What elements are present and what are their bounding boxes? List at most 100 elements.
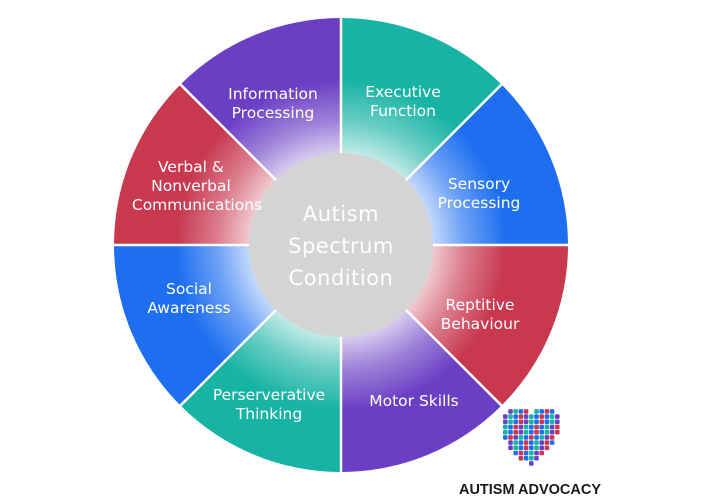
- heart-tile: [508, 429, 513, 435]
- segment-label-line: Motor Skills: [369, 392, 459, 410]
- heart-tile: [534, 450, 539, 456]
- segment-label-line: Nonverbal: [151, 177, 231, 195]
- heart-tile: [513, 409, 518, 414]
- heart-tile: [539, 445, 544, 451]
- heart-tile: [529, 414, 534, 419]
- heart-tile: [544, 440, 550, 445]
- segment-label-sensory-processing: Sensory Processing: [438, 175, 521, 212]
- heart-tile: [529, 461, 534, 466]
- heart-tile: [518, 440, 524, 445]
- heart-tile: [508, 435, 513, 440]
- heart-tile: [523, 409, 529, 414]
- heart-tile: [544, 409, 550, 414]
- heart-tile: [513, 419, 518, 425]
- segment-label-line: Executive: [365, 83, 440, 101]
- heart-tile: [523, 424, 529, 430]
- heart-tile: [523, 455, 529, 461]
- heart-tile: [544, 429, 550, 435]
- heart-tile: [513, 435, 518, 440]
- heart-tile: [523, 435, 529, 440]
- heart-tile: [523, 440, 529, 445]
- heart-tile: [539, 440, 544, 445]
- heart-tile: [529, 440, 534, 445]
- heart-tile: [534, 414, 539, 419]
- heart-tile: [529, 435, 534, 440]
- segment-label-perserverative-thinking: Perserverative Thinking: [213, 386, 325, 423]
- heart-tile: [503, 419, 508, 425]
- heart-tile: [523, 445, 529, 451]
- segment-label-line: Reptitive: [446, 296, 515, 314]
- segment-label-line: Behaviour: [441, 315, 520, 333]
- heart-tile: [549, 429, 555, 435]
- segment-label-line: Information: [228, 85, 318, 103]
- center-disc: [249, 153, 433, 337]
- center-label: Autism Spectrum Condition: [288, 202, 394, 290]
- heart-tile: [544, 445, 550, 451]
- heart-tile: [518, 450, 524, 456]
- heart-tile: [508, 414, 513, 419]
- heart-tile: [534, 435, 539, 440]
- segment-label-verbal-nonverbal-communications: Verbal & Nonverbal Communications: [132, 158, 262, 214]
- heart-tile: [549, 435, 555, 440]
- heart-tile: [503, 424, 508, 430]
- heart-tile: [518, 419, 524, 425]
- segment-label-reptitive-behaviour: Reptitive Behaviour: [441, 296, 520, 333]
- segment-label-line: Social: [166, 280, 212, 298]
- heart-tile: [544, 419, 550, 425]
- heart-tile: [513, 445, 518, 451]
- heart-tile: [555, 419, 560, 425]
- heart-tile: [549, 414, 555, 419]
- heart-tile: [503, 414, 508, 419]
- heart-tile: [529, 455, 534, 461]
- heart-tile: [534, 440, 539, 445]
- heart-tile: [534, 424, 539, 430]
- heart-tile: [523, 450, 529, 456]
- heart-tile: [534, 445, 539, 451]
- heart-tile: [555, 429, 560, 435]
- heart-tile: [518, 409, 524, 414]
- segment-label-motor-skills: Motor Skills: [369, 392, 459, 410]
- heart-tile: [534, 455, 539, 461]
- heart-tile: [518, 455, 524, 461]
- heart-tile: [529, 445, 534, 451]
- center-label-line-1: Autism: [303, 202, 379, 226]
- heart-tile: [539, 429, 544, 435]
- heart-tile: [539, 450, 544, 456]
- segment-labels: Information Processing Executive Functio…: [132, 83, 521, 423]
- heart-tile: [508, 409, 513, 414]
- heart-tile: [539, 419, 544, 425]
- heart-tile: [539, 424, 544, 430]
- heart-tile: [555, 424, 560, 430]
- heart-tile: [549, 424, 555, 430]
- segment-label-line: Processing: [232, 104, 315, 122]
- segment-label-executive-function: Executive Function: [365, 83, 440, 120]
- heart-tile: [503, 429, 508, 435]
- segment-label-line: Sensory: [448, 175, 510, 193]
- heart-tile: [539, 414, 544, 419]
- heart-tile: [513, 450, 518, 456]
- logo-text: AUTISM ADVOCACY: [459, 482, 601, 498]
- heart-tile: [503, 435, 508, 440]
- heart-tile: [529, 429, 534, 435]
- heart-tile: [508, 419, 513, 425]
- heart-tile: [555, 414, 560, 419]
- heart-tile: [508, 440, 513, 445]
- segment-label-line: Communications: [132, 196, 262, 214]
- heart-tile: [534, 419, 539, 425]
- heart-mosaic-icon: [503, 409, 560, 466]
- heart-tile: [549, 409, 555, 414]
- heart-tile: [544, 435, 550, 440]
- heart-tile: [523, 414, 529, 419]
- heart-tile: [534, 409, 539, 414]
- center-label-line-2: Spectrum: [288, 234, 394, 258]
- heart-tile: [529, 424, 534, 430]
- heart-tile: [518, 414, 524, 419]
- heart-tile: [534, 429, 539, 435]
- segment-label-line: Awareness: [147, 299, 230, 317]
- autism-advocacy-logo: AUTISM ADVOCACY: [459, 409, 601, 498]
- heart-tile: [513, 429, 518, 435]
- heart-tile: [513, 414, 518, 419]
- heart-tile: [539, 435, 544, 440]
- heart-tile: [513, 440, 518, 445]
